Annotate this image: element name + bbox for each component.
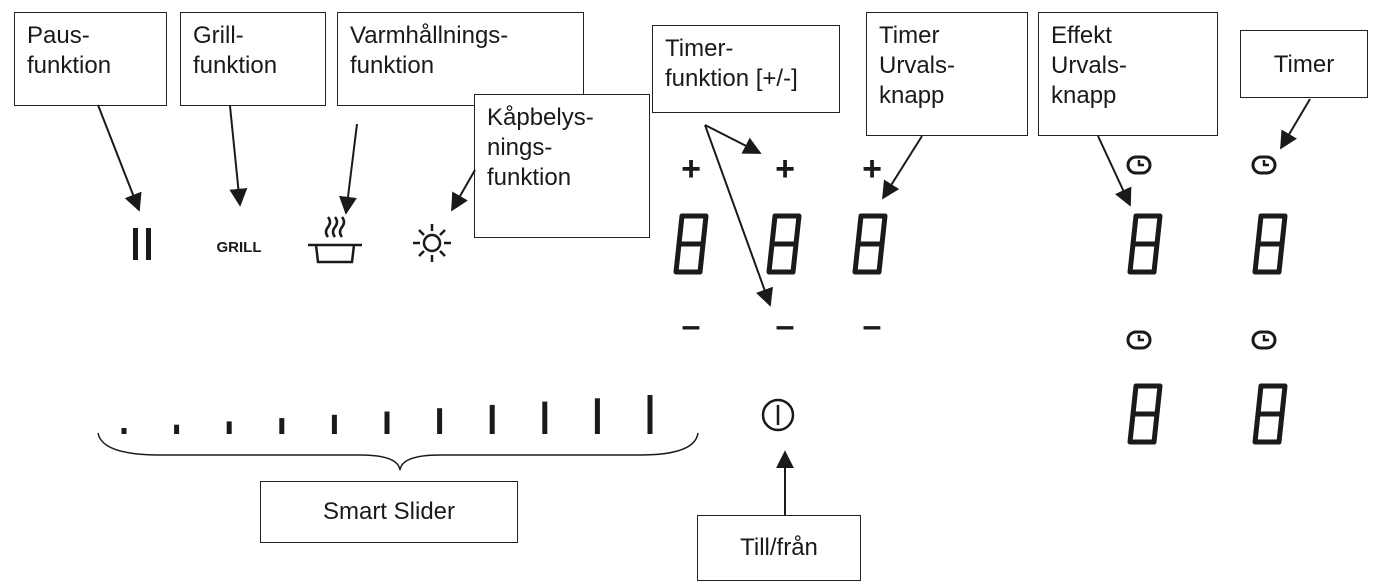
callout-timer-select: Timer Urvals- knapp: [866, 12, 1028, 136]
zone-display-2: [1252, 213, 1288, 275]
smart-slider-bars: [121, 395, 653, 434]
slider-step-bar: [331, 414, 337, 434]
zone-display-4: [1252, 383, 1288, 445]
clock-icon: [1251, 155, 1277, 175]
keep-warm-pot-icon: [308, 216, 362, 264]
timer-display-1: [673, 213, 709, 275]
callout-arrows: [97, 98, 1311, 515]
arrow-timer-minus: [704, 124, 773, 307]
callout-hoodlight: Kåpbelys- nings- funktion: [474, 94, 650, 238]
slider-step-bar: [279, 418, 285, 434]
hood-light-sun-icon: [413, 224, 451, 262]
slider-step-bar: [437, 408, 443, 434]
arrow-power-select: [1097, 135, 1132, 207]
callout-keepwarm: Varmhållnings- funktion: [337, 12, 584, 106]
arrow-pause: [97, 104, 142, 212]
power-onoff-icon: [761, 398, 795, 432]
arrow-timer-plus: [704, 124, 762, 154]
pause-icon: [133, 228, 151, 260]
slider-step-bar: [174, 424, 180, 434]
callout-grill: Grill- funktion: [180, 12, 326, 106]
arrow-timer: [1280, 98, 1311, 150]
slider-step-bar: [489, 404, 495, 434]
clock-icon: [1126, 155, 1152, 175]
arrow-keepwarm: [339, 123, 358, 215]
timer-display-3: [852, 213, 888, 275]
callout-timer: Timer: [1240, 30, 1368, 98]
slider-step-bar: [647, 395, 653, 434]
zone-display-3: [1127, 383, 1163, 445]
plus-symbol-3: +: [862, 150, 882, 188]
slider-step-bar: [226, 421, 232, 434]
callout-pause: Paus- funktion: [14, 12, 167, 106]
arrow-timer-select: [882, 135, 923, 200]
minus-symbol-3: –: [863, 307, 882, 345]
slider-step-bar: [542, 401, 548, 434]
arrow-grill: [229, 105, 248, 207]
callout-smart-slider: Smart Slider: [260, 481, 518, 543]
timer-display-2: [766, 213, 802, 275]
minus-symbol-1: –: [682, 307, 701, 345]
clock-icon: [1126, 330, 1152, 350]
slider-step-bar: [384, 411, 390, 434]
zone-display-1: [1127, 213, 1163, 275]
minus-symbol-2: –: [776, 307, 795, 345]
arrow-hoodlight: [451, 169, 476, 212]
grill-text: GRILL: [217, 239, 262, 256]
timer-plus-minus-symbols: + + + – – –: [681, 150, 882, 345]
plus-symbol-2: +: [775, 150, 795, 188]
callout-onoff: Till/från: [697, 515, 861, 581]
callout-timer-plusminus: Timer- funktion [+/-]: [652, 25, 840, 113]
slider-brace: [97, 432, 699, 471]
clock-icon: [1251, 330, 1277, 350]
callout-power-select: Effekt Urvals- knapp: [1038, 12, 1218, 136]
slider-step-bar: [121, 428, 127, 434]
slider-step-bar: [594, 398, 600, 434]
plus-symbol-1: +: [681, 150, 701, 188]
